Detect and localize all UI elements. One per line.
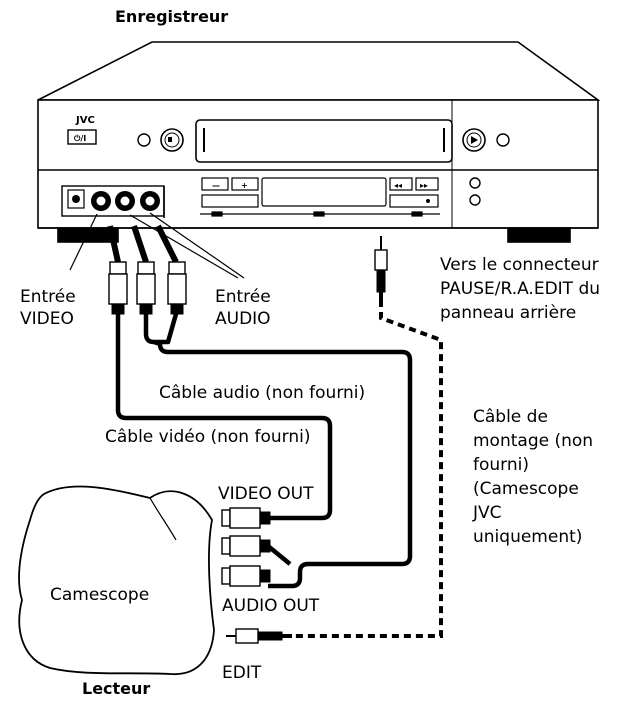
svg-text:▸▸: ▸▸ — [420, 181, 428, 190]
edit-cable-label-line2: montage (non — [473, 431, 593, 451]
edit-plug-recorder — [374, 236, 388, 300]
play-button[interactable] — [462, 128, 486, 152]
audio-in-left-jack[interactable] — [115, 191, 135, 211]
pause-edit-button[interactable] — [469, 177, 481, 189]
audio-out-label: AUDIO OUT — [222, 596, 320, 616]
small-button-left[interactable] — [137, 133, 151, 147]
audio-in-label-line2: AUDIO — [215, 309, 271, 329]
indicator-light — [469, 194, 481, 206]
recorder-title: Enregistreur — [115, 7, 228, 26]
control-panel — [200, 177, 440, 217]
pointer-lines — [69, 212, 245, 279]
edit-cable-label-line1: Câble de — [473, 407, 548, 427]
video-cable-label: Câble vidéo (non fourni) — [105, 427, 310, 447]
pause-connector-label-line1: Vers le connecteur — [440, 255, 599, 275]
stop-eject-button[interactable] — [160, 128, 184, 152]
edit-cable — [290, 300, 443, 638]
small-button-right[interactable] — [496, 133, 510, 147]
audio-in-label-line1: Entrée — [215, 287, 271, 307]
edit-label: EDIT — [222, 663, 262, 683]
video-in-jack[interactable] — [91, 191, 111, 211]
edit-cable-label-line5: JVC — [472, 503, 502, 523]
audio-cable-label: Câble audio (non fourni) — [159, 383, 365, 403]
svg-text:+: + — [241, 181, 248, 190]
video-in-label-line2: VIDEO — [20, 309, 74, 329]
fast-forward-button[interactable] — [415, 177, 439, 191]
rewind-button[interactable] — [389, 177, 413, 191]
cassette-slot — [195, 119, 453, 163]
pause-connector-label-line3: panneau arrière — [440, 303, 576, 323]
player-title: Lecteur — [82, 679, 150, 698]
audio-in-right-jack[interactable] — [140, 191, 160, 211]
edit-cable-label-line4: (Camescope — [473, 479, 579, 499]
rca-plugs-camcorder — [221, 507, 292, 644]
svg-text:—: — — [212, 181, 220, 190]
brand-logo: JVC — [75, 115, 95, 126]
video-cable — [115, 314, 333, 521]
rca-plugs-recorder — [107, 224, 187, 315]
audio-cable — [143, 313, 413, 589]
record-button[interactable] — [389, 194, 439, 208]
channel-plus-button[interactable] — [231, 177, 259, 191]
pause-connector-label-line2: PAUSE/R.A.EDIT du — [440, 279, 600, 299]
edit-cable-label-line6: uniquement) — [473, 527, 582, 547]
channel-minus-button[interactable] — [201, 177, 229, 191]
camcorder-label: Camescope — [50, 585, 149, 605]
edit-cable-label-line3: fourni) — [473, 455, 529, 475]
cables — [115, 313, 413, 589]
video-out-label: VIDEO OUT — [218, 484, 314, 504]
svg-text:◂◂: ◂◂ — [394, 181, 402, 190]
power-icon: ⏻/I — [74, 134, 86, 143]
camcorder-outline — [18, 485, 215, 675]
video-in-label-line1: Entrée — [20, 287, 76, 307]
power-button[interactable]: ⏻/I — [67, 129, 97, 145]
